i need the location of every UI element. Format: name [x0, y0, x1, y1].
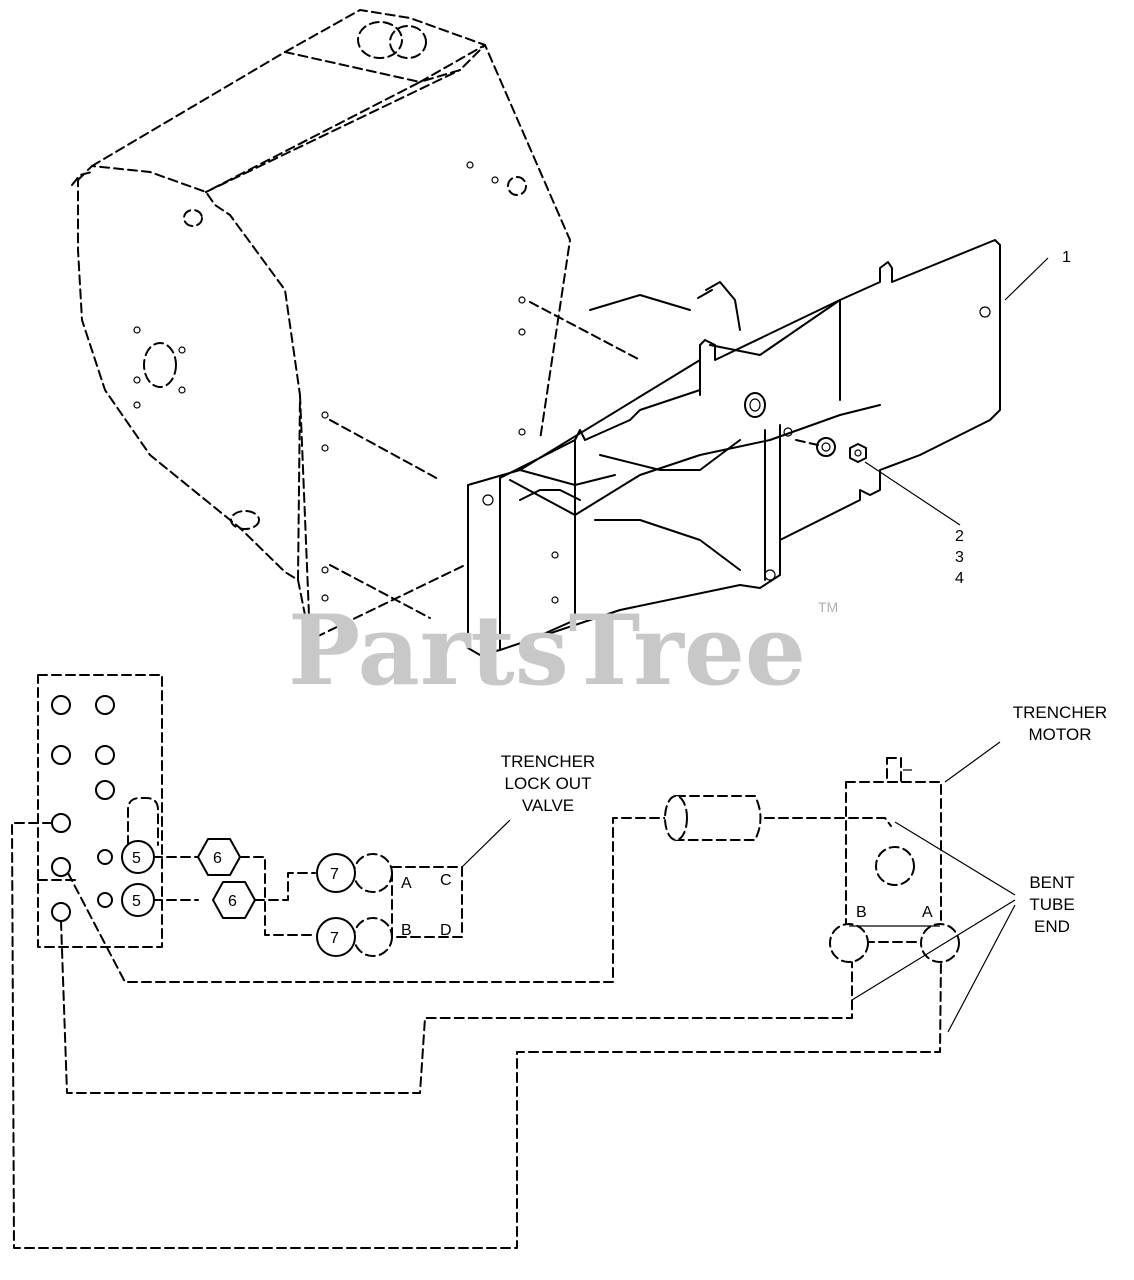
- callout-5-lower: 5: [132, 893, 141, 910]
- label-bent-tube-end-2: TUBE: [1029, 895, 1074, 914]
- washer-nut-hardware: [795, 437, 867, 463]
- label-bent-tube-end-3: END: [1034, 917, 1070, 936]
- fitting-6-lower: [212, 881, 256, 919]
- trencher-housing: [71, 9, 641, 641]
- callout-6-upper: 6: [213, 850, 222, 867]
- callout-5-upper: 5: [132, 850, 141, 867]
- hydraulic-hoses: [11, 817, 942, 1249]
- callout-1: 1: [1062, 249, 1071, 266]
- watermark-tm: TM: [818, 599, 838, 615]
- trencher-motor: [829, 757, 960, 963]
- port-a-label: A: [401, 875, 412, 892]
- motor-port-b-label: B: [856, 904, 867, 921]
- fitting-6-upper: [197, 838, 241, 876]
- port-d-label: D: [440, 922, 452, 939]
- mounting-bracket: [467, 239, 1001, 656]
- label-bent-tube-end-1: BENT: [1029, 873, 1074, 892]
- callout-2: 2: [955, 528, 964, 545]
- label-trencher-motor-1: TRENCHER: [1013, 703, 1107, 722]
- label-trencher-motor-2: MOTOR: [1029, 725, 1092, 744]
- motor-port-a-label: A: [922, 904, 933, 921]
- callout-7-upper: 7: [330, 866, 339, 883]
- fitting-5-upper: [121, 840, 155, 874]
- callout-4: 4: [955, 570, 964, 587]
- lockout-valve: [316, 853, 463, 957]
- port-c-label: C: [440, 872, 452, 889]
- fitting-5-lower: [121, 883, 155, 917]
- label-lockout-valve-2: LOCK OUT: [505, 774, 592, 793]
- hose-fitting: [664, 795, 762, 841]
- label-lockout-valve-1: TRENCHER: [501, 752, 595, 771]
- callout-7-lower: 7: [330, 930, 339, 947]
- callout-6-lower: 6: [228, 893, 237, 910]
- label-lockout-valve-3: VALVE: [522, 796, 574, 815]
- port-b-label: B: [401, 922, 412, 939]
- callout-3: 3: [955, 549, 964, 566]
- watermark: PartsTree: [288, 594, 806, 707]
